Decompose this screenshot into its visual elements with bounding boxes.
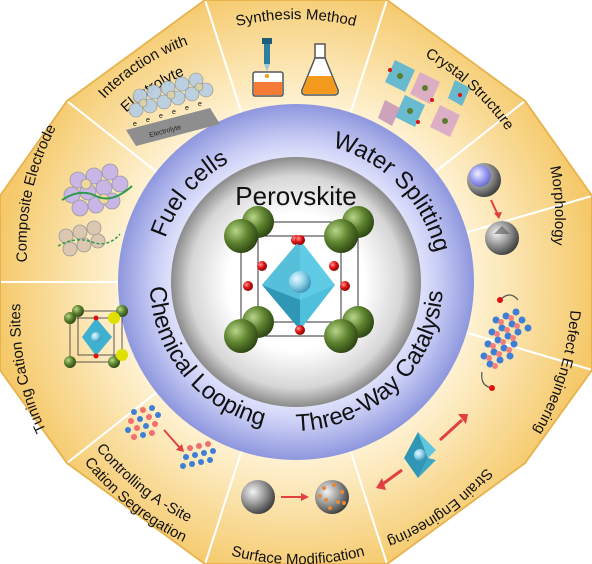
tuning-cation-sites-icon [64, 305, 128, 368]
a-site-atom [324, 219, 358, 253]
surface-modification-icon [241, 480, 349, 514]
oxygen-atom [243, 281, 253, 291]
strain-engineering-icon [376, 414, 468, 490]
svg-text:Synthesis Method: Synthesis Method [234, 6, 358, 30]
perovskite-unit-cell [224, 206, 374, 353]
morphology-icon [467, 163, 519, 255]
a-site-atom [224, 219, 258, 253]
electron-label: e [159, 113, 163, 120]
electron-label: e [146, 117, 150, 124]
synthesis-method-label: Synthesis Method [234, 6, 358, 30]
morphology-label: Morphology [546, 165, 568, 247]
electron-label: e [133, 121, 137, 128]
oxygen-atom [295, 235, 305, 245]
octahedron-face [262, 240, 335, 300]
a-site-atom [224, 319, 258, 353]
electron-label: e [172, 109, 176, 116]
oxygen-atom [295, 325, 305, 335]
svg-text:Morphology: Morphology [546, 165, 568, 247]
electron-label: e [185, 105, 189, 112]
a-site-atom [324, 319, 358, 353]
b-site-atom [289, 271, 311, 293]
crystal-structure-icon [378, 60, 470, 137]
oxygen-atom [340, 281, 350, 291]
composite-electrode-icon [57, 163, 133, 257]
oxygen-atom [329, 261, 339, 271]
perovskite-title: Perovskite [235, 181, 356, 211]
oxygen-atom [257, 261, 267, 271]
cation-segregation-icon [125, 405, 216, 469]
synthesis-icon [252, 38, 339, 97]
electron-label: e [198, 101, 202, 108]
defect-engineering-icon [480, 294, 532, 391]
interaction-electrolyte-icon: Electrolyte e e e e e e [126, 72, 220, 146]
